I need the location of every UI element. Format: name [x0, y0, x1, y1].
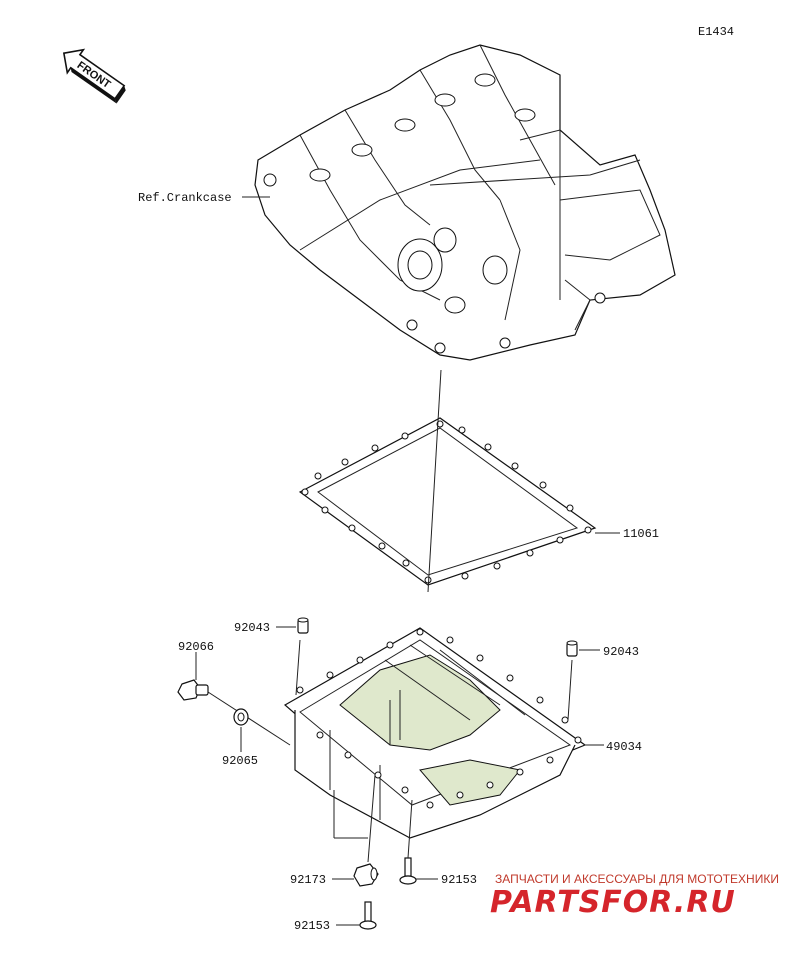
dowel-pin-left-drawing [297, 617, 309, 634]
crankcase-drawing [254, 44, 676, 361]
dowel-pin-left-label: 92043 [234, 621, 270, 635]
bolt-long-label: 92153 [294, 919, 330, 933]
watermark-brand: PARTSFOR.RU [490, 885, 736, 920]
bolt-long-drawing [359, 901, 377, 930]
gasket-label: 11061 [623, 527, 659, 541]
drain-plug-drawing [177, 679, 209, 701]
bolt-short-drawing [399, 857, 417, 885]
diagram-code: E1434 [698, 25, 734, 39]
watermark-tagline: ЗАПЧАСТИ И АКСЕССУАРЫ ДЛЯ МОТОТЕХНИКИ [495, 872, 779, 886]
drain-plug-label: 92066 [178, 640, 214, 654]
washer-label: 92065 [222, 754, 258, 768]
gasket-drawing [298, 417, 597, 586]
oil-pan-label: 49034 [606, 740, 642, 754]
front-arrow-icon: FRONT [62, 48, 126, 104]
bolt-short-label: 92153 [441, 873, 477, 887]
collar-label: 92173 [290, 873, 326, 887]
collar-drawing [353, 863, 379, 887]
oil-pan-drawing [283, 627, 587, 839]
ref-crankcase-label: Ref.Crankcase [138, 191, 232, 205]
washer-drawing [233, 708, 249, 726]
dowel-pin-right-drawing [566, 640, 578, 657]
dowel-pin-right-label: 92043 [603, 645, 639, 659]
